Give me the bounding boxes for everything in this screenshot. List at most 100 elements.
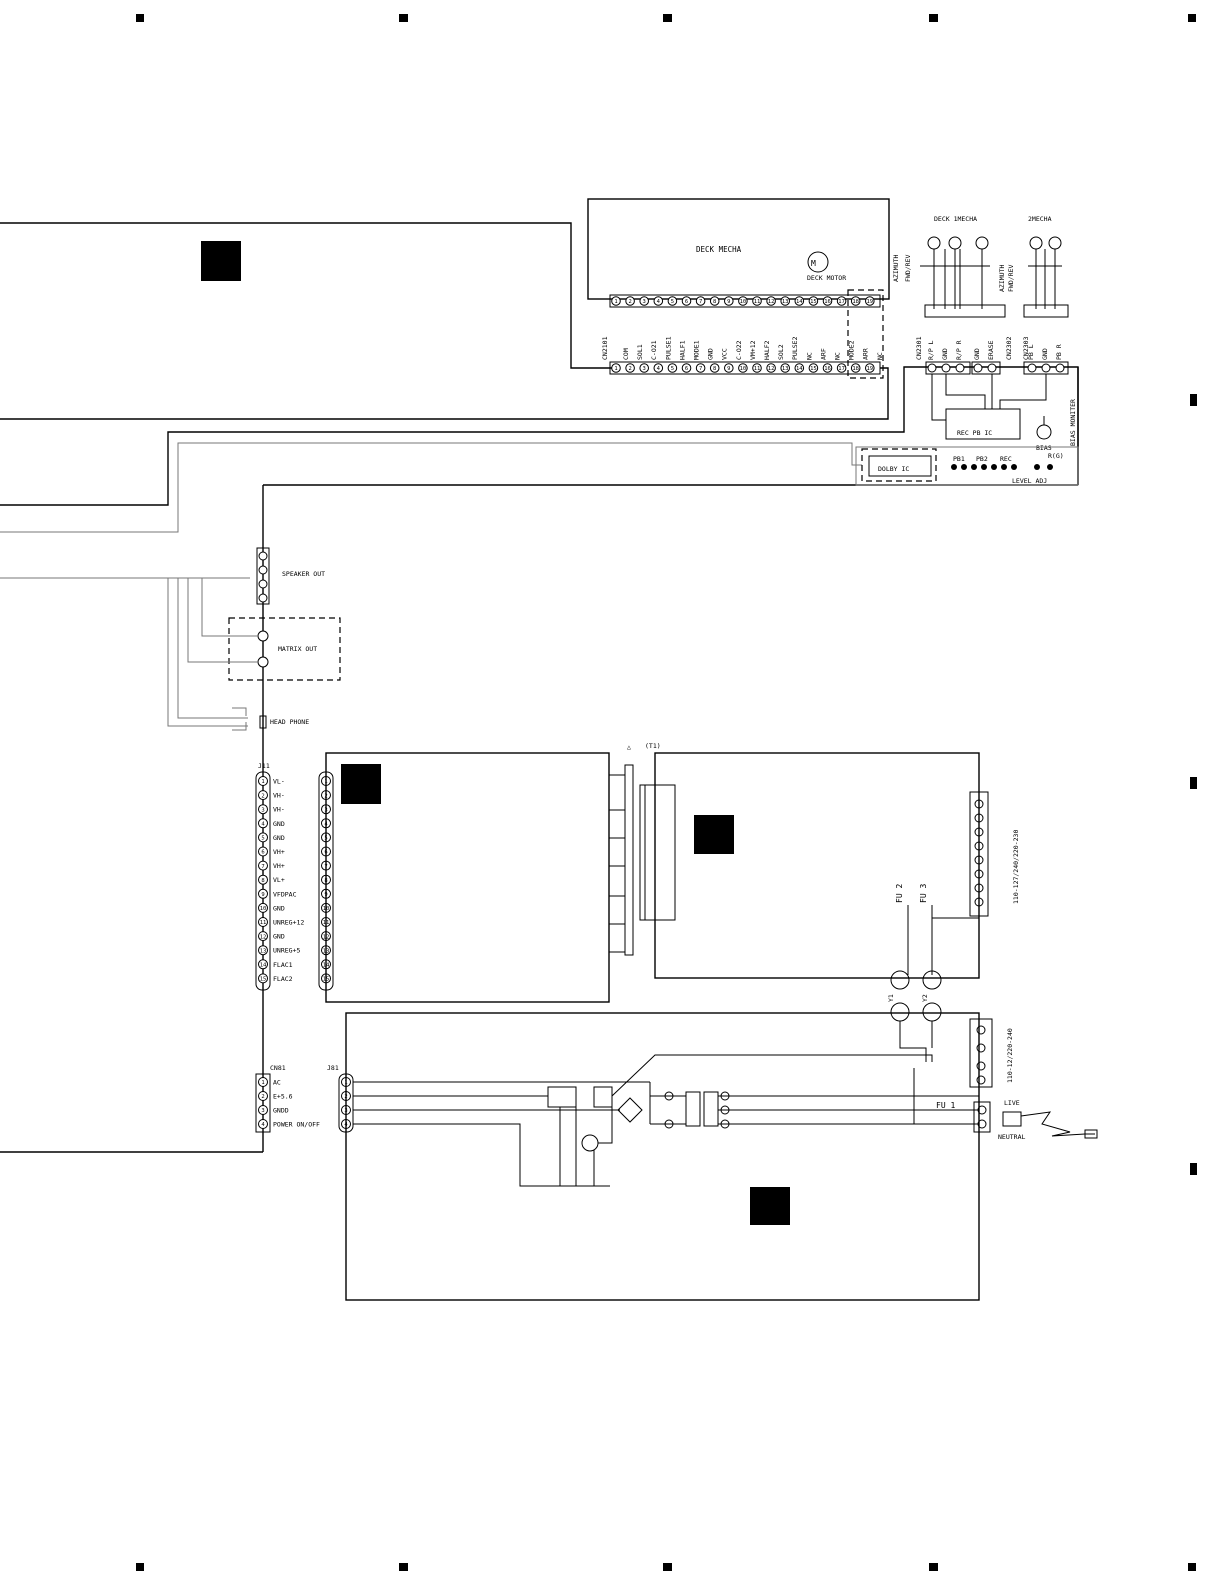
j11-pin	[258, 888, 268, 899]
j11-pin-label: VH+	[273, 848, 285, 856]
j11-pin	[258, 902, 268, 913]
trim-pots	[951, 464, 1053, 470]
cn2302-pin1: GND	[973, 348, 981, 360]
deck-bottom-pin-number: 7	[699, 366, 702, 372]
deck-top-pin	[724, 296, 734, 306]
deck-bottom-pin	[780, 363, 791, 373]
deck-bottom-pin	[865, 363, 875, 373]
cn81-pin-label: AC	[273, 1079, 281, 1087]
voltage-top-label: 110-127/240/220-230	[1012, 830, 1020, 904]
cn81-pin	[258, 1091, 268, 1101]
deck-top-pin-number: 18	[852, 299, 859, 305]
deck-bottom-pin-number: 15	[810, 366, 817, 372]
j11-pin-number: 15	[260, 977, 267, 983]
cn81-pin	[258, 1105, 268, 1115]
j11-pin-number: 3	[261, 807, 264, 813]
deck-top-pin	[752, 296, 762, 306]
deck-bottom-pin	[752, 363, 762, 373]
deck-pin-label: SOL2	[777, 344, 785, 360]
deck-bottom-pin-number: 19	[866, 366, 873, 372]
j11-pin	[258, 832, 268, 843]
deck-bottom-pin-number: 11	[754, 366, 761, 372]
power-lines	[353, 1021, 979, 1187]
j11-pin-number: 10	[260, 906, 267, 912]
j11-pin-label: GND	[273, 904, 285, 912]
bias-oscillator-icon	[1036, 424, 1052, 440]
fu1-label: FU 1	[936, 1101, 955, 1110]
j81-label: J81	[327, 1064, 339, 1072]
heads-block: DECK 1MECHA 2MECHA AZIMUTH FWD/REV AZIMU…	[892, 215, 1069, 318]
deck-top-pin-number: 13	[782, 299, 789, 305]
deck-pin-label: ARR	[862, 348, 870, 360]
deck-bottom-pin	[822, 363, 833, 373]
deck-top-pin-number: 16	[824, 299, 831, 305]
azimuth2-label: AZIMUTH	[998, 265, 1006, 292]
deck-top-pin-number: 17	[838, 299, 845, 305]
deck-top-pin-number: 10	[740, 299, 747, 305]
j11-pin-number: 7	[261, 864, 264, 870]
neutral-label: NEUTRAL	[998, 1133, 1025, 1141]
head-phone-label: HEAD PHONE	[270, 718, 309, 726]
deck-top-pin-number: 3	[643, 299, 646, 305]
cn2101-label: CN2101	[601, 336, 609, 360]
deck-top-pin	[822, 296, 833, 306]
deck-bottom-pin-number: 6	[685, 366, 688, 372]
t1-label: (T1)	[645, 742, 661, 750]
cn2301-pin2: GND	[941, 348, 949, 360]
cn2303-pin2: GND	[1041, 348, 1049, 360]
deck-bottom-pin-number: 14	[796, 366, 803, 372]
pb2-label: PB2	[976, 455, 988, 463]
dolby-ic-label: DOLBY IC	[878, 465, 909, 473]
connector-y2-top	[922, 970, 942, 990]
j11-pin-number: 8	[261, 878, 264, 884]
head-1-icon	[920, 236, 1006, 318]
j11-pin-label: UNREG+12	[273, 919, 304, 927]
deck-pin-label: PULSE1	[664, 336, 672, 360]
deck-bottom-pin	[625, 363, 635, 373]
transformer-block: △ (T1) 110-127/240/220-230 FU 2 FU 3 Y1 …	[627, 742, 1020, 1022]
deck-top-pin	[709, 296, 720, 306]
rec-pb-ic-label: REC PB IC	[957, 429, 992, 437]
j11-pin-label: VL-	[273, 778, 285, 786]
j11-pin-number: 4	[261, 822, 265, 828]
cn2301-label: CN2301	[915, 336, 923, 360]
deck-motor-label: DECK MOTOR	[807, 274, 846, 282]
ic-block: REC PB IC BIAS BIAS MONITER DOLBY IC PB1…	[855, 374, 1079, 486]
deck-top-pin	[639, 296, 650, 306]
deck-top-pin-number: 4	[657, 299, 661, 305]
deck-pin-label: COM	[622, 348, 630, 360]
deck-top-pin	[836, 296, 847, 306]
cn81-pin-number: 4	[261, 1122, 265, 1128]
j11-pin-number: 12	[260, 934, 267, 940]
deck-top-pin-number: 7	[699, 299, 702, 305]
j11-pin-label: VH+	[273, 862, 285, 870]
cn2303-pin3: PB R	[1055, 344, 1063, 360]
deck-top-pin	[780, 296, 791, 306]
deck-bottom-pin	[681, 363, 692, 373]
deck-top-pin	[667, 296, 678, 306]
j11-label: J11	[258, 762, 270, 770]
deck-bottom-pin	[850, 363, 861, 373]
j11-pin	[258, 846, 268, 857]
deck-bottom-pin-number: 12	[768, 366, 775, 372]
cn81-pin-label: POWER ON/OFF	[273, 1121, 320, 1129]
deck-pin-label: GND	[707, 348, 715, 360]
deck-top-pin	[808, 296, 819, 306]
deck-top-pin-number: 2	[628, 299, 631, 305]
deck-top-pin-number: 14	[796, 299, 803, 305]
deck-top-pin	[611, 296, 621, 306]
deck-top-pin-number: 8	[713, 299, 716, 305]
deck-bottom-pin-number: 5	[671, 366, 674, 372]
deck-bottom-pin-number: 9	[727, 366, 730, 372]
deck-pin-label: MODE2	[848, 340, 856, 360]
cn81-pin-number: 1	[261, 1080, 264, 1086]
cn2301-pin3: R/P R	[955, 340, 963, 360]
deck-pin-label: C-O22	[735, 340, 743, 360]
deck-pin-label: NC	[805, 352, 813, 360]
deck-top-pin	[653, 296, 664, 306]
